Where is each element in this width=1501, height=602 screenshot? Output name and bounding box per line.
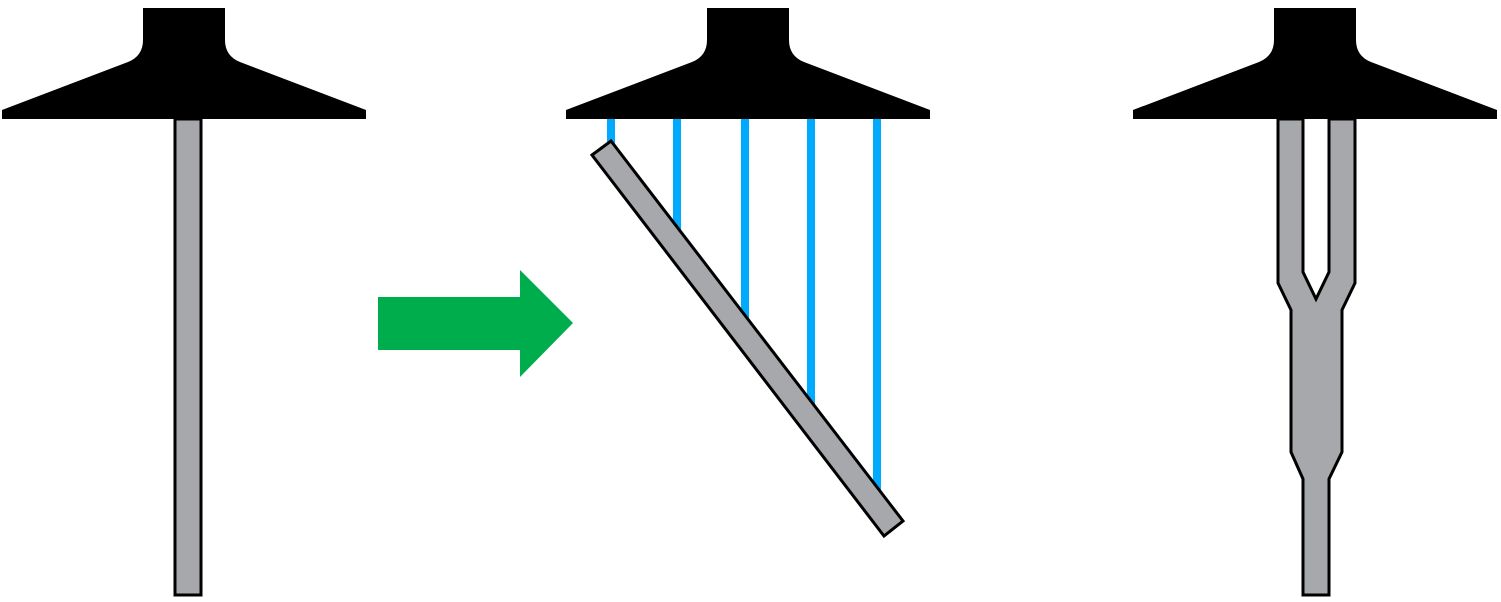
forked-rod xyxy=(1276,117,1357,597)
figure-straight-rod xyxy=(2,8,366,597)
tilted-rod xyxy=(589,138,906,539)
figure-forked-rod xyxy=(1133,8,1497,597)
right-arrow-icon xyxy=(378,270,573,377)
head-shape xyxy=(1133,8,1497,119)
vertical-lines xyxy=(607,119,881,495)
head-shape xyxy=(2,8,366,119)
figure-tilted-rod-with-lines xyxy=(566,8,930,539)
straight-rod xyxy=(173,117,203,597)
head-shape xyxy=(566,8,930,119)
